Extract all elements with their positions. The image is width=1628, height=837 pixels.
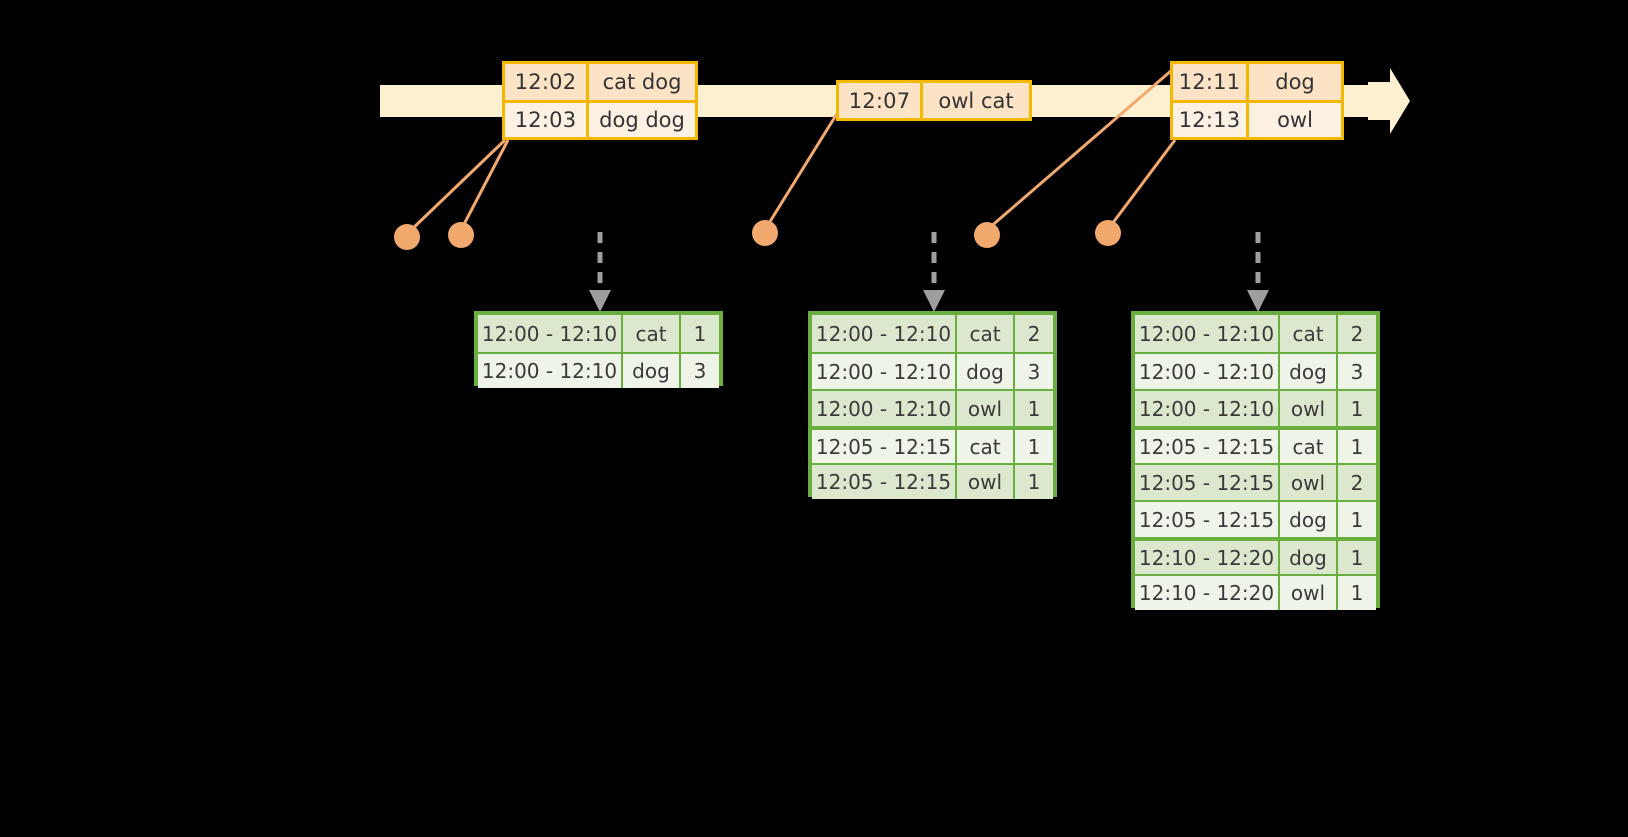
window-cell: 12:10 - 12:20 (1135, 576, 1280, 610)
word-cell: cat (623, 315, 681, 352)
word-cell: dog (957, 354, 1015, 389)
event-time: 12:13 (1173, 103, 1249, 137)
event-group-1[interactable]: 12:02 cat dog 12:03 dog dog (502, 61, 698, 140)
table-row[interactable]: 12:10 - 12:20 owl 1 (1135, 574, 1376, 610)
count-cell: 1 (1027, 434, 1041, 459)
table-row[interactable]: 12:00 - 12:10 owl 1 (812, 389, 1053, 426)
word-cell: dog (1280, 541, 1338, 574)
event-row[interactable]: 12:07 owl cat (839, 83, 1029, 118)
event-row[interactable]: 12:11 dog (1173, 64, 1341, 100)
word-cell: owl (957, 391, 1015, 426)
table-row[interactable]: 12:05 - 12:15 dog 1 (1135, 500, 1376, 537)
event-marker-1[interactable] (394, 224, 420, 250)
event-row[interactable]: 12:13 owl (1173, 100, 1341, 137)
table-row[interactable]: 12:10 - 12:20 dog 1 (1135, 537, 1376, 574)
word-cell: cat (1280, 430, 1338, 463)
table-row[interactable]: 12:05 - 12:15 owl 1 (812, 463, 1053, 499)
word-cell: cat (957, 315, 1015, 352)
window-cell: 12:05 - 12:15 (1135, 430, 1280, 463)
window-cell: 12:05 - 12:15 (812, 430, 957, 463)
table-row[interactable]: 12:05 - 12:15 cat 1 (812, 426, 1053, 463)
event-group-2[interactable]: 12:07 owl cat (836, 80, 1032, 121)
count-cell: 1 (1350, 545, 1364, 570)
window-cell: 12:00 - 12:10 (478, 354, 623, 388)
window-cell: 12:00 - 12:10 (812, 354, 957, 389)
result-table-2[interactable]: 12:00 - 12:10 cat 2 12:00 - 12:10 dog 3 … (808, 311, 1057, 499)
event-time: 12:07 (839, 83, 923, 118)
count-cell: 3 (1027, 359, 1041, 384)
table-row[interactable]: 12:00 - 12:10 dog 3 (478, 352, 719, 388)
count-cell: 1 (693, 321, 707, 346)
window-cell: 12:05 - 12:15 (1135, 502, 1280, 537)
result-table-3[interactable]: 12:00 - 12:10 cat 2 12:00 - 12:10 dog 3 … (1131, 311, 1380, 610)
window-cell: 12:05 - 12:15 (812, 465, 957, 499)
table-row[interactable]: 12:00 - 12:10 cat 1 (478, 315, 719, 352)
word-cell: owl (957, 465, 1015, 499)
timeline-arrow-head-icon (1368, 68, 1410, 134)
event-words: owl (1249, 103, 1341, 137)
window-cell: 12:00 - 12:10 (812, 315, 957, 352)
table-row[interactable]: 12:00 - 12:10 dog 3 (1135, 352, 1376, 389)
count-cell: 2 (1027, 321, 1041, 346)
word-cell: cat (957, 430, 1015, 463)
event-marker-4[interactable] (974, 222, 1000, 248)
event-words: dog (1249, 64, 1341, 100)
count-cell: 3 (1350, 359, 1364, 384)
result-table-1[interactable]: 12:00 - 12:10 cat 1 12:00 - 12:10 dog 3 (474, 311, 723, 388)
window-cell: 12:00 - 12:10 (1135, 315, 1280, 352)
word-cell: dog (623, 354, 681, 388)
event-row[interactable]: 12:03 dog dog (505, 100, 695, 137)
event-words: cat dog (589, 64, 695, 100)
table-row[interactable]: 12:00 - 12:10 owl 1 (1135, 389, 1376, 426)
count-cell: 3 (693, 359, 707, 383)
window-cell: 12:05 - 12:15 (1135, 465, 1280, 500)
word-cell: dog (1280, 354, 1338, 389)
down-arrow-icon-2 (923, 232, 945, 312)
window-cell: 12:00 - 12:10 (812, 391, 957, 426)
event-words: dog dog (589, 103, 695, 137)
word-cell: cat (1280, 315, 1338, 352)
word-cell: owl (1280, 576, 1338, 610)
down-arrow-icon-3 (1247, 232, 1269, 312)
table-row[interactable]: 12:00 - 12:10 dog 3 (812, 352, 1053, 389)
event-group-3[interactable]: 12:11 dog 12:13 owl (1170, 61, 1344, 140)
event-words: owl cat (923, 83, 1029, 118)
word-cell: dog (1280, 502, 1338, 537)
event-row[interactable]: 12:02 cat dog (505, 64, 695, 100)
count-cell: 1 (1027, 396, 1041, 421)
event-time: 12:03 (505, 103, 589, 137)
window-cell: 12:00 - 12:10 (1135, 354, 1280, 389)
table-row[interactable]: 12:05 - 12:15 owl 2 (1135, 463, 1376, 500)
count-cell: 1 (1027, 470, 1041, 494)
event-time: 12:02 (505, 64, 589, 100)
count-cell: 2 (1350, 321, 1364, 346)
table-row[interactable]: 12:00 - 12:10 cat 2 (812, 315, 1053, 352)
count-cell: 1 (1350, 396, 1364, 421)
window-cell: 12:10 - 12:20 (1135, 541, 1280, 574)
count-cell: 2 (1350, 470, 1364, 495)
word-cell: owl (1280, 465, 1338, 500)
word-cell: owl (1280, 391, 1338, 426)
event-time: 12:11 (1173, 64, 1249, 100)
table-row[interactable]: 12:00 - 12:10 cat 2 (1135, 315, 1376, 352)
event-marker-3[interactable] (752, 220, 778, 246)
event-marker-2[interactable] (448, 222, 474, 248)
count-cell: 1 (1350, 581, 1364, 605)
window-cell: 12:00 - 12:10 (1135, 391, 1280, 426)
count-cell: 1 (1350, 507, 1364, 532)
window-cell: 12:00 - 12:10 (478, 315, 623, 352)
event-marker-5[interactable] (1095, 220, 1121, 246)
count-cell: 1 (1350, 434, 1364, 459)
down-arrow-icon-1 (589, 232, 611, 312)
table-row[interactable]: 12:05 - 12:15 cat 1 (1135, 426, 1376, 463)
